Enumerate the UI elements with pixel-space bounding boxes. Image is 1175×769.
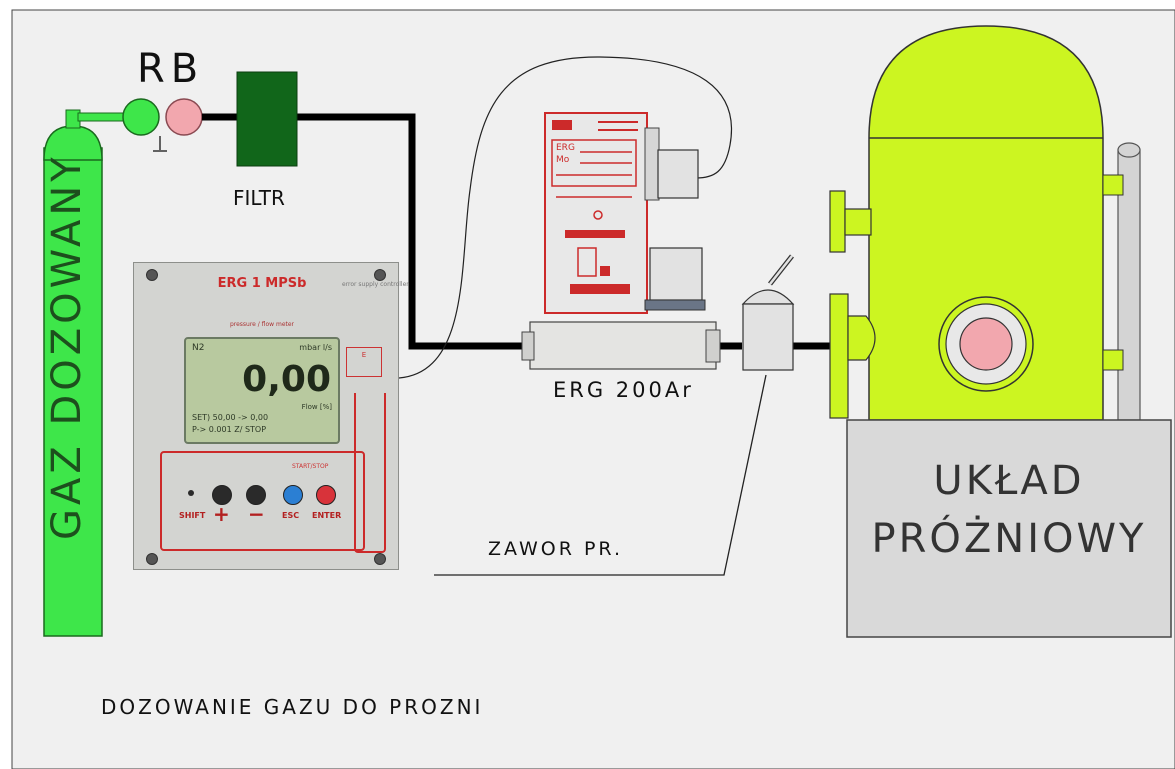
keypad-panel — [160, 451, 365, 551]
lcd-value: 0,00 — [242, 359, 331, 400]
chamber-base — [846, 419, 1172, 638]
esc-key-label: ESC — [282, 511, 300, 520]
esc-key[interactable] — [283, 485, 303, 505]
lcd-display: N2 mbar l/s 0,00 Flow [%] SET) 50,00 -> … — [184, 337, 340, 444]
controller-subtitle-2: pressure / flow meter — [229, 321, 295, 328]
lcd-row-3: P-> 0.001 Z/ STOP — [192, 425, 267, 434]
gas-line — [202, 113, 830, 350]
screw-icon — [146, 269, 158, 281]
pressure-valve — [741, 254, 795, 371]
status-led — [188, 490, 194, 496]
screw-icon — [374, 553, 386, 565]
filter-label: FILTR — [233, 186, 285, 210]
filter — [236, 71, 298, 167]
controller-red-trim — [354, 393, 386, 553]
vacuum-chamber-label-line1: UKŁAD — [933, 458, 1085, 504]
gas-cylinder-label: GAZ DOZOWANY — [44, 153, 90, 540]
regulator-label: RB — [137, 46, 205, 92]
flow-controller-unit: ERG 1 MPSb error supply controller press… — [133, 262, 409, 570]
regulator-pink-valve — [165, 98, 203, 136]
enter-key[interactable] — [316, 485, 336, 505]
screw-icon — [374, 269, 386, 281]
viewport-window — [959, 317, 1013, 371]
controller-subtitle: error supply controller — [342, 281, 409, 288]
regulator-green-valve — [122, 98, 160, 136]
vacuum-chamber — [829, 25, 1172, 638]
lcd-row-1: Flow [%] — [301, 403, 332, 411]
controller-logo: E — [346, 347, 382, 377]
minus-key[interactable] — [246, 485, 266, 505]
mfc-plate-line1: ERG — [556, 143, 575, 153]
signal-cable — [398, 56, 732, 379]
shift-key-label: SHIFT — [179, 511, 206, 520]
screw-icon — [146, 553, 158, 565]
lcd-unit: mbar l/s — [299, 343, 332, 352]
plus-key[interactable] — [212, 485, 232, 505]
gas-cylinder — [43, 109, 124, 637]
pressure-regulator — [122, 98, 203, 152]
vacuum-chamber-label-line2: PRÓŻNIOWY — [871, 516, 1147, 562]
mfc-plate-line2: Mo — [556, 155, 570, 165]
startstop-label: START/STOP — [292, 463, 329, 470]
enter-key-label: ENTER — [312, 511, 342, 520]
lcd-gas: N2 — [192, 343, 205, 353]
controller-model-title: ERG 1 MPSb — [217, 276, 307, 291]
valve-label: ZAWOR PR. — [488, 538, 623, 560]
diagram-caption: DOZOWANIE GAZU DO PROZNI — [101, 695, 484, 719]
lcd-row-2: SET) 50,00 -> 0,00 — [192, 413, 269, 422]
vacuum-chamber-label: UKŁAD PRÓŻNIOWY — [846, 452, 1172, 568]
minus-key-label: − — [248, 502, 265, 526]
flow-controller-label: ERG 200Ar — [553, 378, 694, 402]
plus-key-label: + — [213, 502, 230, 526]
mass-flow-controller: ERG Mo — [521, 112, 721, 370]
valve-pointer-line — [434, 374, 767, 576]
